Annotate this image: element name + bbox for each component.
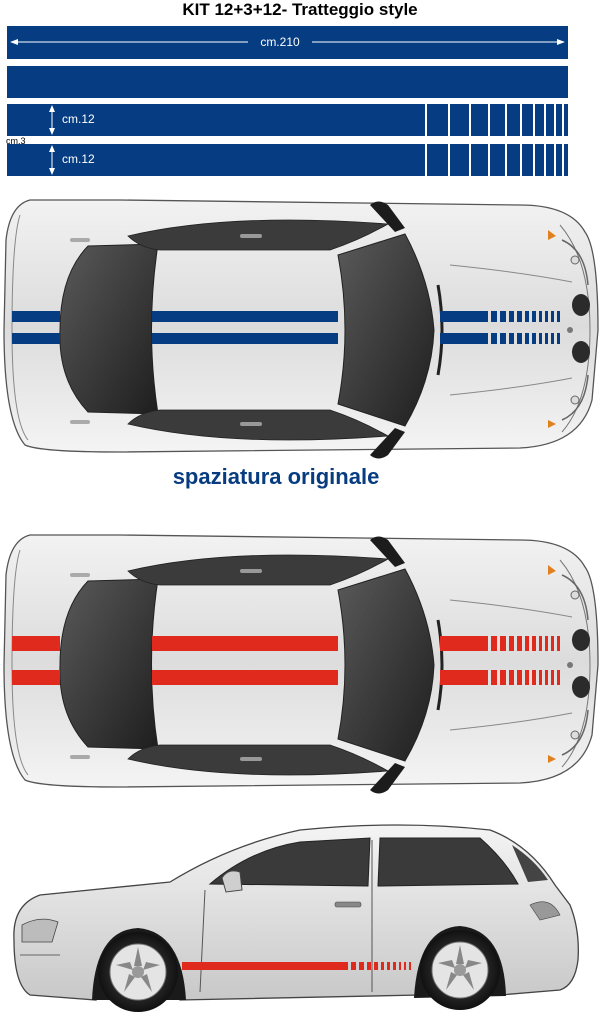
width-arrow-top [49, 105, 55, 135]
blue-stripes [12, 311, 560, 344]
car-top-view-blue [2, 198, 600, 460]
width-label-top: cm.12 [62, 112, 95, 126]
page-title: KIT 12+3+12- Tratteggio style [182, 0, 418, 19]
stripe-bar-3 [7, 104, 568, 136]
car-side-view [13, 824, 579, 1012]
red-stripes [12, 636, 560, 685]
car-top-view-red [2, 533, 600, 795]
caption-spacing: spaziatura originale [172, 464, 380, 489]
gap-label: cm.3 [6, 136, 26, 146]
length-dimension-arrow [10, 39, 565, 45]
width-arrow-bottom [49, 145, 55, 175]
width-label-bottom: cm.12 [62, 152, 95, 166]
front-wheel [98, 932, 178, 1012]
stripe-bar-4 [7, 144, 568, 176]
length-label: cm.210 [260, 35, 300, 49]
stripe-kit-drawing: cm.210 cm.12 cm.12 cm.3 [6, 26, 568, 176]
dash-gaps [425, 104, 564, 176]
rear-wheel [420, 930, 500, 1010]
stripe-bar-2 [7, 66, 568, 98]
side-red-stripe [182, 962, 411, 970]
